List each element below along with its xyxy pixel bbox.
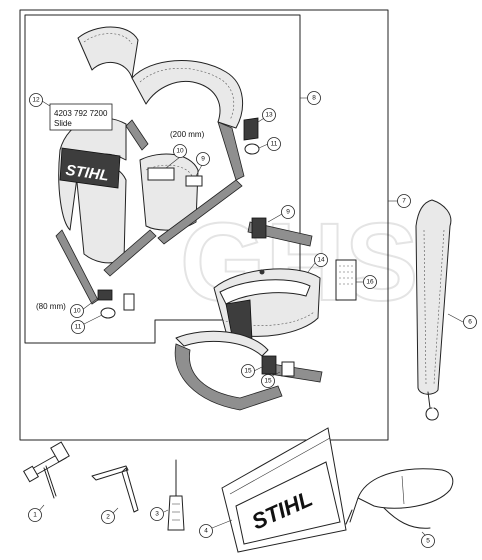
callout-9-belt: 9 <box>281 205 295 219</box>
shoulder-strap-right <box>131 60 244 129</box>
accessory-glasses-5 <box>345 468 454 537</box>
belt-buckle-15a <box>261 355 277 375</box>
snap-hook <box>425 391 439 421</box>
svg-text:16: 16 <box>366 279 374 286</box>
callout-14: 14 <box>314 253 328 267</box>
padded-strap <box>415 199 452 395</box>
dimension-top: (200 mm) <box>170 130 205 139</box>
leader-12 <box>41 100 51 107</box>
buckle-10-lower <box>97 289 113 301</box>
leader-15b <box>271 371 281 377</box>
dimension-bottom: (80 mm) <box>36 302 66 311</box>
svg-text:2: 2 <box>106 514 110 521</box>
callout-6: 6 <box>463 315 477 329</box>
leader-6 <box>447 313 464 323</box>
svg-text:8: 8 <box>312 95 316 102</box>
belt-buckle-9 <box>251 217 267 239</box>
svg-text:15: 15 <box>244 368 252 375</box>
part-number: 4203 792 7200 <box>54 109 108 118</box>
svg-text:15: 15 <box>264 378 272 385</box>
leader-15a <box>253 365 265 372</box>
svg-text:6: 6 <box>468 319 472 326</box>
callout-5: 5 <box>421 534 435 548</box>
shoulder-strap-6 <box>415 199 464 421</box>
part-number-label: 4203 792 7200 Slide <box>49 103 113 131</box>
part-description: Slide <box>54 119 72 128</box>
callout-2: 2 <box>101 510 115 524</box>
leader-14 <box>307 262 316 273</box>
shoulder-strap-left <box>77 26 139 79</box>
callout-15-lower: 15 <box>261 374 275 388</box>
svg-text:9: 9 <box>286 209 290 216</box>
callout-1: 1 <box>28 508 42 522</box>
callout-7: 7 <box>397 194 411 208</box>
accessory-screwdriver-3 <box>163 459 185 531</box>
info-card-16 <box>335 259 357 301</box>
svg-text:11: 11 <box>75 324 82 331</box>
svg-text:9: 9 <box>201 156 205 163</box>
accessory-wrench-1 <box>22 441 70 513</box>
hip-belt-assembly <box>174 213 363 411</box>
callout-13: 13 <box>262 108 276 122</box>
callout-10-upper: 10 <box>173 144 187 158</box>
belt-strap-lower <box>175 330 269 357</box>
svg-text:4: 4 <box>204 528 208 535</box>
belt-buckle-15b <box>281 361 295 377</box>
leader-10-lower <box>81 297 99 311</box>
webbing-strap <box>103 229 157 277</box>
callout-12: 12 <box>29 93 43 107</box>
svg-text:13: 13 <box>265 112 273 119</box>
svg-text:1: 1 <box>33 512 37 519</box>
callout-4: 4 <box>199 524 213 538</box>
belt-strap-loop <box>174 343 283 411</box>
ring-11-lower <box>100 307 116 319</box>
accessory-allen-key-2 <box>91 465 139 515</box>
webbing-strap <box>55 229 99 305</box>
callout-8: 8 <box>307 91 321 105</box>
assembly-frame-outer <box>19 9 389 441</box>
leader-9-belt <box>267 213 283 223</box>
callout-16: 16 <box>363 275 377 289</box>
webbing-strap <box>157 179 243 245</box>
leader-4 <box>211 519 233 529</box>
callout-15-upper: 15 <box>241 364 255 378</box>
ring-11-upper <box>244 143 260 155</box>
svg-text:12: 12 <box>32 97 40 104</box>
callout-11-lower: 11 <box>71 320 85 334</box>
leader-11 <box>258 143 269 149</box>
hip-pad-opening <box>219 279 311 305</box>
webbing-strap <box>125 119 149 151</box>
leader-3 <box>163 509 169 513</box>
callout-9-upper: 9 <box>196 152 210 166</box>
svg-text:7: 7 <box>402 198 406 205</box>
svg-text:5: 5 <box>426 538 430 545</box>
svg-text:10: 10 <box>73 308 81 315</box>
snap <box>259 269 265 275</box>
callout-11-upper: 11 <box>267 137 281 151</box>
buckle <box>185 175 203 187</box>
slide-buckle <box>123 293 135 311</box>
callout-10-lower: 10 <box>70 304 84 318</box>
harness-assembly: STIHL 4203 792 7200 Slide (200 mm) (80 m… <box>36 26 270 325</box>
svg-text:14: 14 <box>317 257 325 264</box>
webbing-strap <box>217 121 245 181</box>
harness-logo-badge: STIHL <box>59 147 121 189</box>
svg-text:10: 10 <box>176 148 184 155</box>
callout-3: 3 <box>150 507 164 521</box>
leader-10 <box>165 156 181 169</box>
harness-logo-text: STIHL <box>65 162 110 185</box>
svg-text:3: 3 <box>155 511 159 518</box>
leader-11-lower <box>83 314 103 325</box>
assembly-frame-inner <box>24 14 301 344</box>
strap-end-13 <box>243 117 259 141</box>
svg-text:11: 11 <box>271 141 278 148</box>
accessory-tool-pouch-4: STIHL <box>211 427 347 553</box>
buckle <box>147 167 175 181</box>
